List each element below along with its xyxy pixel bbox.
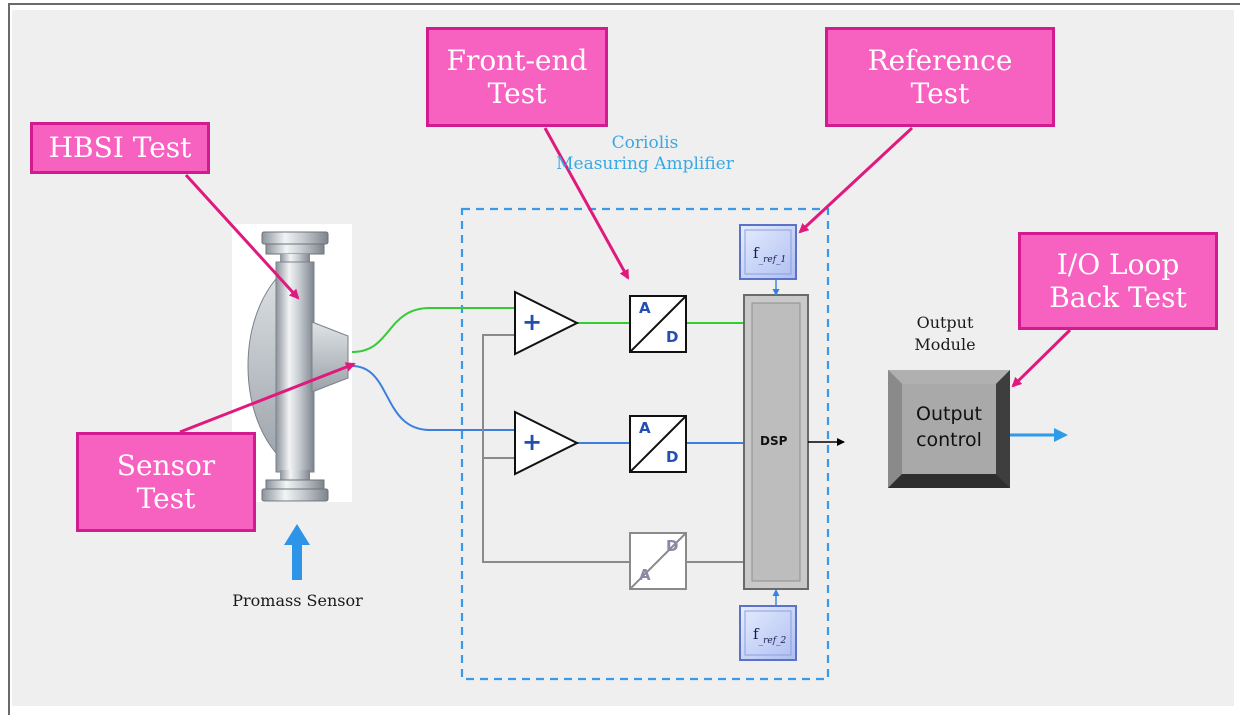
promass-sensor-device [232,224,352,502]
hbsi-test-label: HBSI Test [48,131,192,165]
output-control-label-line1: Output [916,403,982,425]
ref2-sub: _ref_2 [758,636,787,646]
output-module-title: Output Module [890,312,1000,355]
blue-signal-wire [351,365,515,431]
frontend-test-label-line2: Test [487,77,547,110]
ref2-label: f_ref_2 [753,625,786,646]
sensor-test-label-line1: Sensor [116,448,216,482]
output-module-title-line1: Output [916,313,974,332]
gray-reference-wire [482,334,630,563]
adc-bottom-a: A [639,419,651,437]
hbsi-test-callout: HBSI Test [30,122,210,174]
ref1-f: f [753,244,759,262]
amplifier-top-plus: + [522,308,543,336]
amplifier-bottom-plus: + [522,428,543,456]
ref2-f: f [753,625,759,643]
promass-sensor-label: Promass Sensor [232,591,363,610]
amplifier-title-line2: Measuring Amplifier [556,154,734,175]
sensor-pointer-arrow [179,362,356,434]
reference-test-label-line2: Test [910,77,970,110]
hbsi-pointer-arrow [184,173,300,300]
frontend-pointer-arrow [543,127,630,280]
dac-a: A [639,566,651,584]
amplifier-top [514,290,580,356]
ref2-block [739,605,797,661]
dac-d: D [666,537,679,555]
io-loop-back-test-label-line2: Back Test [1049,281,1187,314]
amplifier-title: Coriolis Measuring Amplifier [535,133,755,176]
output-control-box [888,370,1010,488]
dsp-block [743,294,809,590]
io-pointer-arrow [1011,328,1072,388]
reference-pointer-arrow [798,126,914,234]
amplifier-title-line1: Coriolis [611,133,679,153]
reference-test-callout: Reference Test [825,27,1055,127]
sensor-up-arrow [284,524,310,580]
adc-bottom-d: D [666,448,679,466]
amplifier-dashed-border [460,207,830,681]
ref1-block [739,224,797,280]
io-loop-back-test-label-line1: I/O Loop [1056,247,1180,281]
sensor-test-callout: Sensor Test [76,432,256,532]
amplifier-bottom [514,410,580,476]
frontend-test-callout: Front-end Test [426,27,608,127]
adc-top-a: A [639,299,651,317]
dsp-label: DSP [760,434,788,448]
green-signal-wire [351,307,515,353]
adc-top [629,295,687,353]
dac-reference [629,532,687,590]
reference-test-label-line1: Reference [867,43,1013,77]
sensor-test-label-line2: Test [136,482,196,515]
output-module-title-line2: Module [914,334,976,354]
adc-top-d: D [666,328,679,346]
adc-bottom [629,415,687,473]
output-control-label: Output control [902,402,996,453]
io-loop-back-test-callout: I/O Loop Back Test [1018,232,1218,330]
frontend-test-label-line1: Front-end [446,43,588,77]
ref1-sub: _ref_1 [758,255,787,265]
output-control-label-line2: control [916,428,982,451]
ref1-label: f_ref_1 [753,244,786,265]
